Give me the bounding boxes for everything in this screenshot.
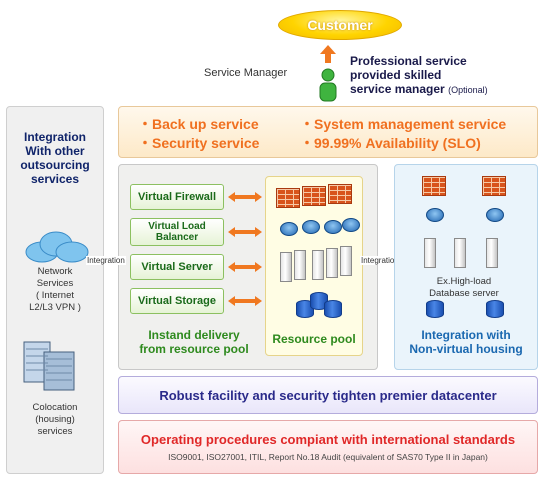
services-box	[118, 106, 538, 158]
non-virtual-title: Integration with Non-virtual housing	[409, 328, 523, 356]
double-arrow-icon	[228, 262, 262, 272]
server-icon	[486, 238, 498, 268]
optional-note: (Optional)	[448, 85, 488, 95]
up-arrow-icon	[320, 45, 336, 54]
firewall-icon	[422, 176, 446, 196]
left-panel-title: Integration With other outsourcing servi…	[20, 130, 90, 186]
server-icon	[340, 246, 352, 276]
service-security: ・Security service	[138, 135, 260, 151]
resource-pool-label: Resource pool	[272, 332, 356, 346]
firewall-icon	[482, 176, 506, 196]
person-icon	[319, 68, 337, 102]
virtual-load-balancer-box: Virtual Load Balancer	[130, 218, 224, 246]
virtual-storage-box: Virtual Storage	[130, 288, 224, 314]
non-virtual-panel	[394, 164, 538, 370]
customer-label: Customer	[307, 17, 373, 33]
database-icon	[426, 300, 444, 318]
operating-title: Operating procedures compiant with inter…	[140, 432, 516, 447]
server-icon	[294, 250, 306, 280]
router-icon	[426, 208, 444, 222]
router-icon	[280, 222, 298, 236]
router-icon	[486, 208, 504, 222]
double-arrow-icon	[228, 192, 262, 202]
service-manager-label: Service Manager	[204, 67, 288, 79]
service-backup: ・Back up service	[138, 116, 259, 132]
database-icon	[324, 300, 342, 318]
building-icon	[23, 341, 75, 391]
facility-box: Robust facility and security tighten pre…	[118, 376, 538, 414]
network-services-label: Network Services ( Internet L2/L3 VPN )	[29, 266, 81, 313]
operating-subtitle: ISO9001, ISO27001, ITIL, Report No.18 Au…	[168, 452, 488, 462]
cloud-icon	[25, 231, 89, 263]
double-arrow-icon	[228, 296, 262, 306]
customer-bubble: Customer	[278, 10, 402, 40]
professional-service-text: Professional service provided skilled se…	[350, 54, 488, 96]
virtual-firewall-box: Virtual Firewall	[130, 184, 224, 210]
server-icon	[312, 250, 324, 280]
server-icon	[326, 248, 338, 278]
instant-delivery-label: Instand delivery from resource pool	[139, 328, 249, 356]
router-icon	[324, 220, 342, 234]
server-icon	[454, 238, 466, 268]
server-icon	[280, 252, 292, 282]
virtual-server-box: Virtual Server	[130, 254, 224, 280]
integration-label-right: Integration	[360, 256, 400, 265]
firewall-icon	[328, 184, 352, 204]
db-server-label: Ex.High-load Database server	[429, 276, 499, 299]
facility-label: Robust facility and security tighten pre…	[159, 387, 497, 403]
left-panel	[6, 106, 104, 474]
firewall-icon	[276, 188, 300, 208]
service-availability: ・99.99% Availability (SLO)	[300, 135, 481, 151]
operating-box	[118, 420, 538, 474]
router-icon	[302, 220, 320, 234]
service-system-management: ・System management service	[300, 116, 507, 132]
colocation-label: Colocation (housing) services	[32, 402, 78, 437]
integration-label-left: Integration	[86, 256, 126, 265]
firewall-icon	[302, 186, 326, 206]
up-arrow-shaft	[325, 53, 331, 63]
double-arrow-icon	[228, 227, 262, 237]
router-icon	[342, 218, 360, 232]
server-icon	[424, 238, 436, 268]
database-icon	[486, 300, 504, 318]
